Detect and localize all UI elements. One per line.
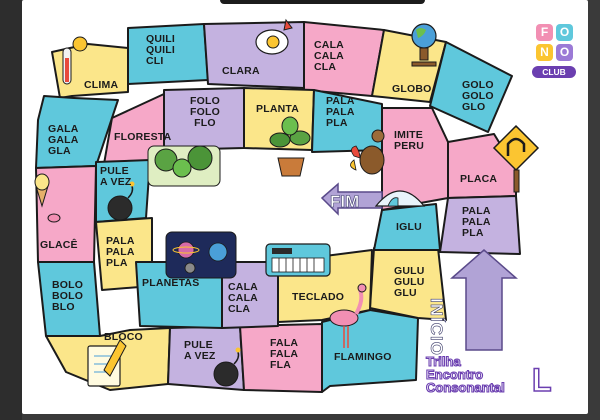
cell-golo (429, 41, 513, 133)
board-title: Trilha Encontro Consonantal (425, 354, 505, 395)
label-placa: PLACA (460, 173, 498, 185)
label-bloco: BLOCO (104, 331, 143, 343)
label-planta: PLANTA (256, 103, 300, 115)
left-edge-strip (0, 0, 22, 420)
label-cala-top: CALA CALA CLA (314, 39, 344, 73)
logo-letter-o2: O (556, 44, 573, 61)
logo-letter-f: F (536, 24, 553, 41)
inicio-arrow (450, 249, 518, 351)
logo-letter-o1: O (556, 24, 573, 41)
fim-label: FIM (330, 192, 360, 212)
label-glace: GLACÊ (40, 239, 78, 251)
label-fala: FALA FALA FLA (270, 337, 299, 371)
label-clara: CLARA (222, 65, 260, 77)
label-flamingo: FLAMINGO (334, 351, 392, 363)
flamingo-icon (329, 283, 367, 348)
logo-letter-n: N (536, 44, 553, 61)
bomb-icon (107, 181, 135, 221)
label-pala-left: PALA PALA PLA (106, 235, 135, 269)
label-planetas: PLANETAS (142, 277, 200, 289)
ice-cream-2-icon (47, 213, 61, 223)
plant-icon (269, 116, 311, 177)
label-pule1: PULE A VEZ (100, 165, 132, 188)
label-pala-right: PALA PALA PLA (462, 205, 491, 239)
igloo-icon (374, 190, 426, 207)
label-floresta: FLORESTA (114, 131, 172, 143)
label-gulu: GULU GULU GLU (394, 265, 425, 299)
u-turn-sign-icon (492, 124, 540, 193)
label-gala: GALA GALA GLA (48, 123, 79, 157)
label-quili: QUILI QUILI CLI (146, 33, 175, 67)
fried-egg-icon (255, 18, 293, 55)
label-imite: IMITE PERU (394, 129, 424, 152)
logo-club-badge: CLUB (532, 66, 576, 78)
inicio-label: INÍCIO (427, 298, 447, 357)
title-line-3: Consonantal (425, 380, 505, 395)
thermometer-sun-icon (62, 36, 88, 85)
planets-icon (165, 231, 237, 279)
title-line-1: Trilha (425, 354, 461, 369)
label-golo: GOLO GOLO GLO (462, 79, 494, 113)
label-iglu: IGLU (396, 221, 422, 233)
label-pule2: PULE A VEZ (184, 339, 216, 362)
notepad-icon (87, 339, 127, 387)
cell-cala-mid (221, 261, 279, 329)
cell-pala-right (439, 195, 521, 255)
cell-clara (203, 21, 305, 89)
label-globo: GLOBO (392, 83, 432, 95)
forest-icon (147, 145, 221, 187)
label-clima: CLIMA (84, 79, 119, 91)
label-bolo: BOLO BOLO BLO (52, 279, 84, 313)
bomb-icon-2 (213, 347, 241, 387)
title-line-2: Encontro (425, 367, 484, 382)
label-folo: FOLO FOLO FLO (190, 95, 220, 129)
ice-cream-icon (34, 173, 50, 208)
label-cala-mid: CALA CALA CLA (228, 281, 258, 315)
cell-pala-top (311, 89, 383, 153)
title-letter: L (531, 361, 552, 399)
label-teclado: TECLADO (292, 291, 345, 303)
label-pala-top: PALA PALA PLA (326, 95, 355, 129)
keyboard-icon (265, 243, 331, 277)
top-bar (220, 0, 425, 4)
globe-icon (411, 23, 437, 67)
turkey-icon (350, 129, 385, 175)
